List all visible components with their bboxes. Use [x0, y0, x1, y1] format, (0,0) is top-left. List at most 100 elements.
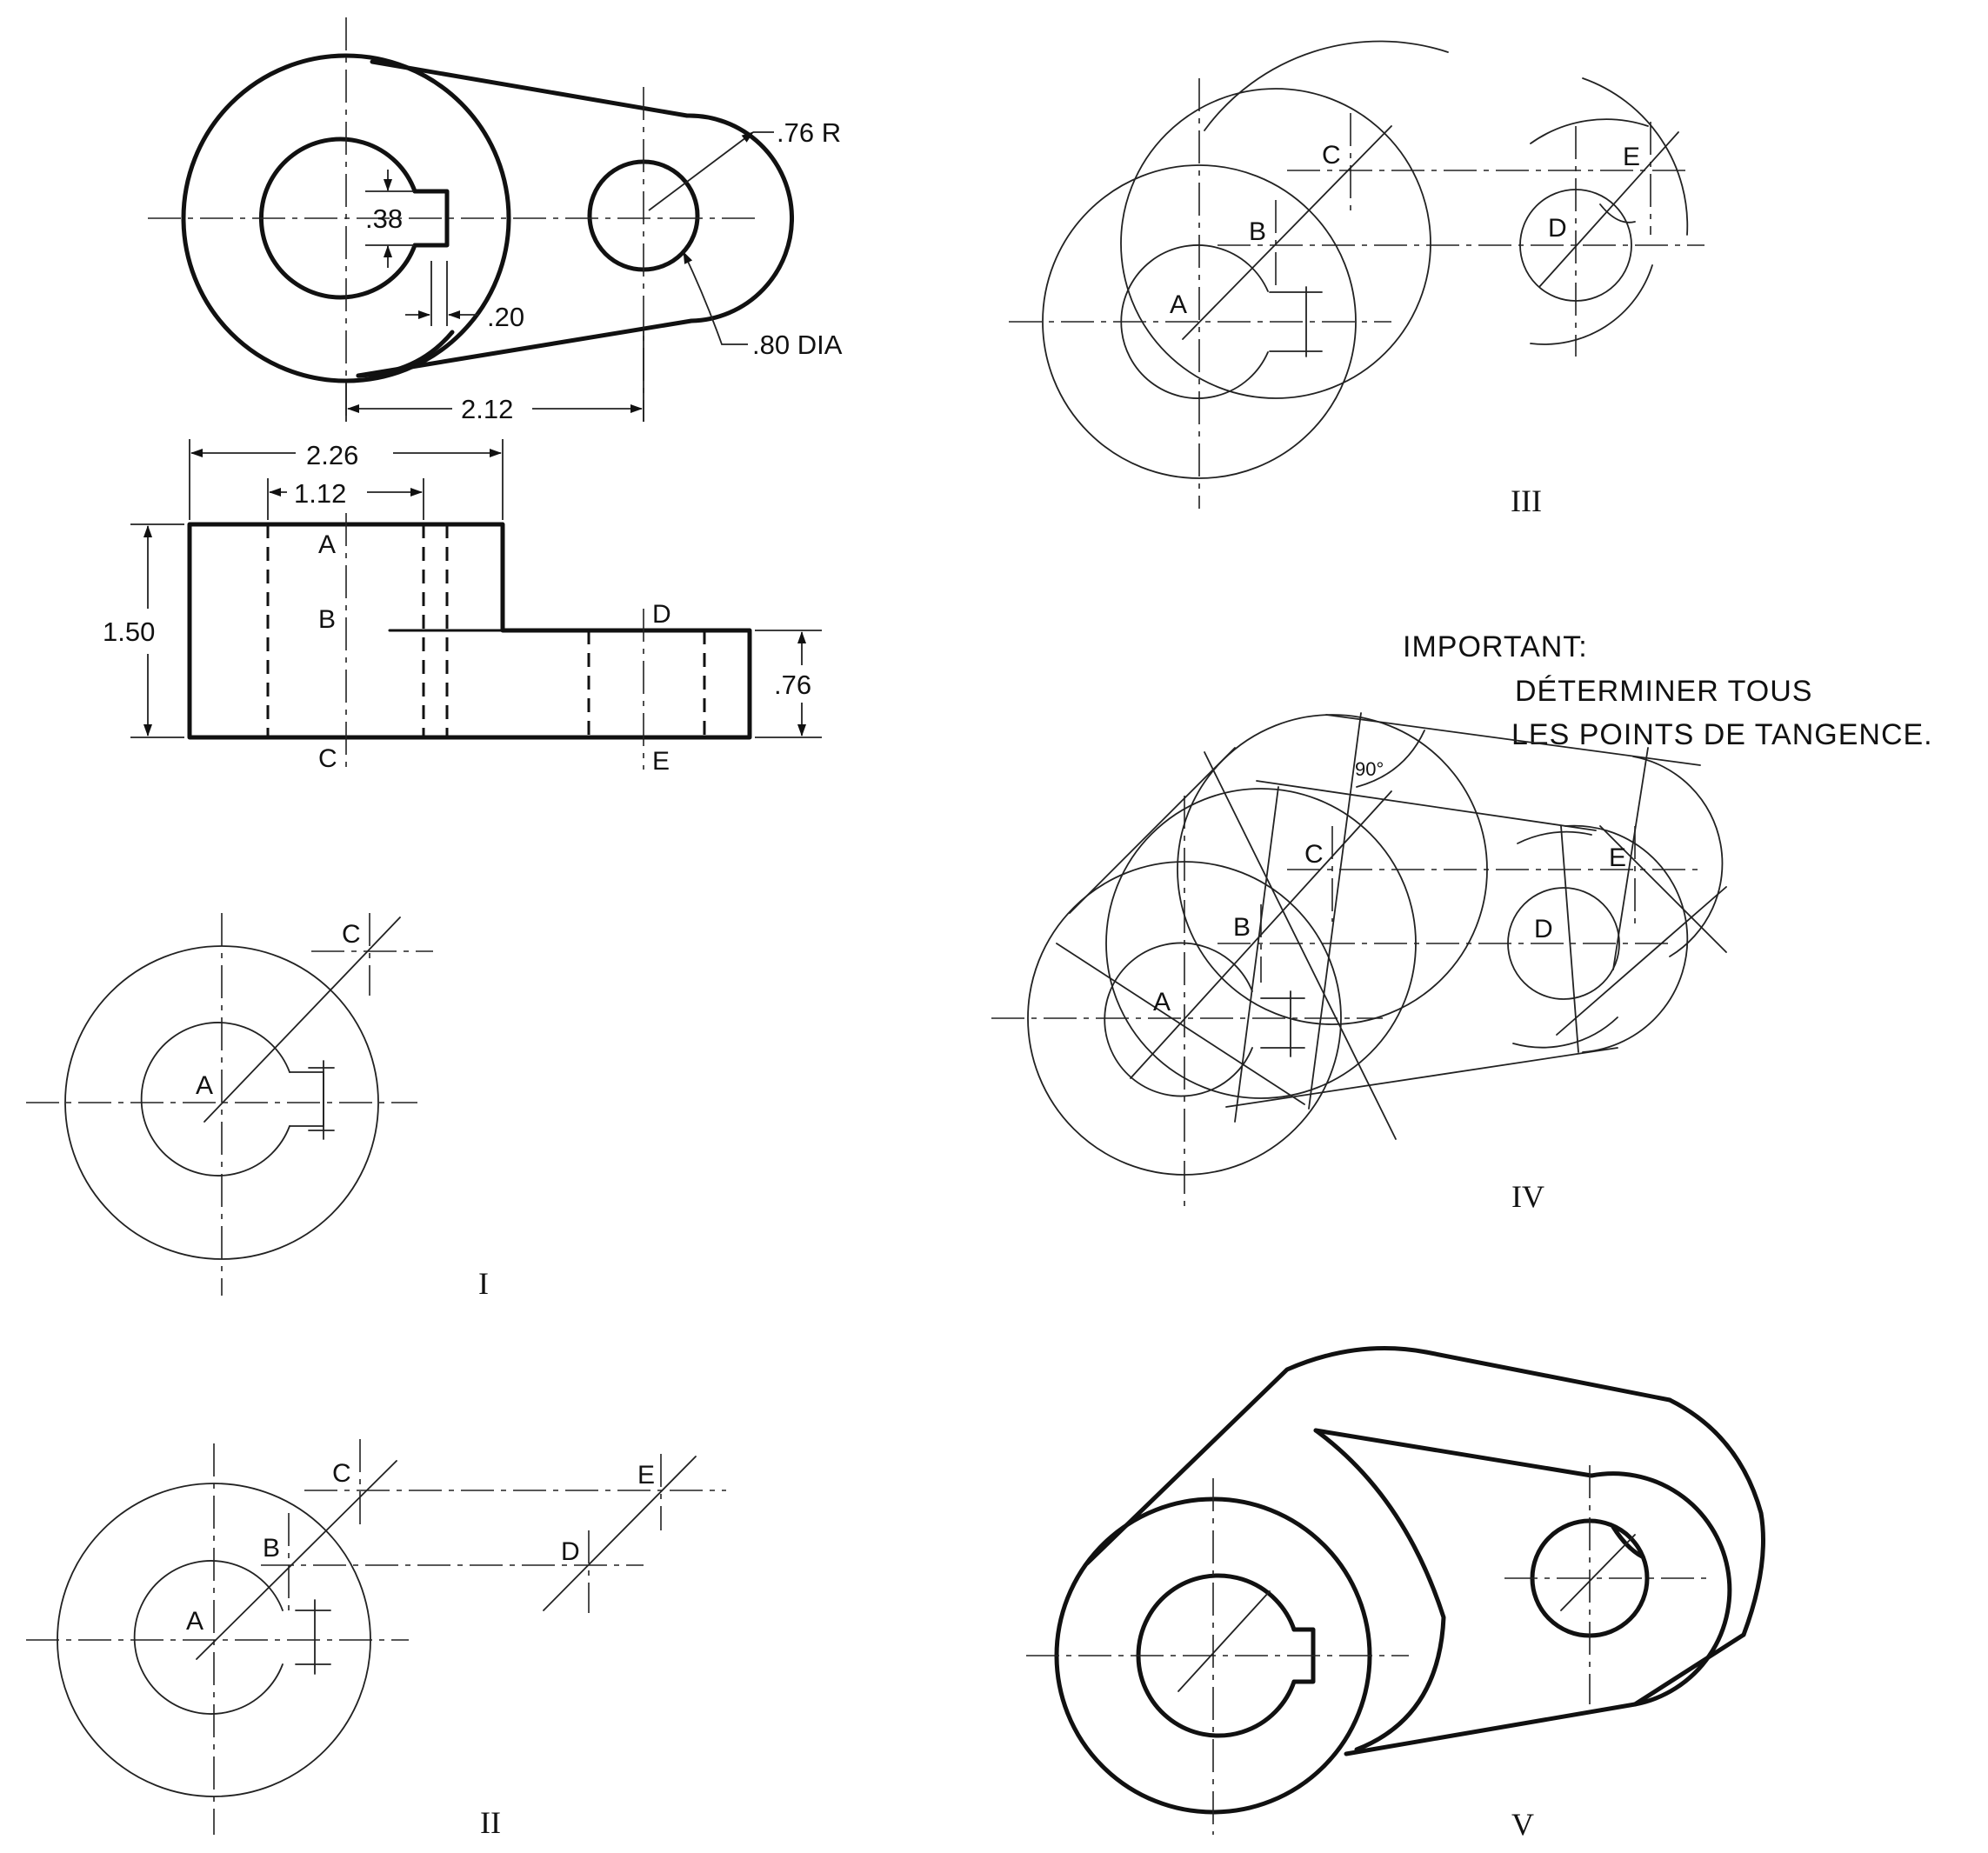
step3-diag1	[1182, 125, 1392, 340]
step4-perp6	[1599, 825, 1727, 953]
step3-point-b: B	[1249, 217, 1266, 246]
step4-arm-arc4	[1512, 1016, 1618, 1049]
step3-diag2	[1538, 131, 1679, 288]
step3-label: III	[1511, 483, 1542, 518]
step-2: A B C D E II	[26, 1439, 726, 1840]
step2-point-c: C	[332, 1459, 351, 1488]
step3-point-d: D	[1548, 214, 1567, 243]
step4-angle: 90°	[1355, 758, 1384, 780]
top-view: .38 .20 .76 R .80 DIA 2.12	[148, 17, 843, 424]
step5-diag1	[1177, 1590, 1271, 1692]
arm-end-arc	[684, 113, 795, 323]
step4-perp2	[1234, 786, 1279, 1123]
step1-label: I	[478, 1266, 489, 1301]
step2-diag1	[196, 1460, 397, 1660]
step5-arm-top-edge	[1313, 1428, 1594, 1478]
dim-bore-width: 1.12	[294, 478, 346, 509]
step4-tangent-bottom	[1225, 1047, 1618, 1108]
step4-tangent-left	[1069, 747, 1236, 914]
arm-bottom-tangent	[356, 318, 694, 378]
step4-label: IV	[1511, 1179, 1544, 1214]
step2-point-d: D	[561, 1537, 580, 1566]
step3-arc-big	[1204, 40, 1449, 131]
step3-point-a: A	[1170, 290, 1187, 319]
step4-point-b: B	[1233, 913, 1251, 942]
step3-arc-e1	[1530, 118, 1649, 144]
arm-top-tangent	[370, 59, 690, 118]
dim-key-width: .38	[365, 203, 403, 234]
step4-perp5	[1612, 747, 1649, 970]
step-4: 90° A B C D E IV	[991, 712, 1727, 1214]
step3-outer-circle-a	[1042, 164, 1357, 479]
note-title: IMPORTANT:	[1403, 630, 1588, 663]
step2-diag2	[543, 1456, 697, 1611]
step5-back-hub-top	[1084, 1346, 1429, 1566]
step1-point-c: C	[342, 920, 361, 949]
front-point-b: B	[318, 605, 336, 634]
step4-point-a: A	[1153, 988, 1171, 1016]
step3-tick	[1599, 203, 1636, 223]
step3-arc-e3	[1582, 77, 1689, 236]
step-1: A C I	[26, 913, 489, 1301]
fillet-inner	[356, 330, 455, 378]
hub-outer-circle	[181, 53, 511, 383]
step5-top-tangent	[1424, 1350, 1672, 1403]
step4-arm-arc3	[1517, 830, 1592, 844]
step4-arm-arc1	[1564, 824, 1689, 1053]
step2-point-a: A	[186, 1607, 203, 1636]
step1-point-a: A	[196, 1071, 213, 1100]
step4-arm-arc2	[1632, 756, 1724, 957]
note-line1: DÉTERMINER TOUS	[1515, 675, 1812, 708]
front-point-d: D	[652, 600, 671, 629]
step5-arm-end-arc	[1589, 1471, 1732, 1707]
step4-perp3	[1308, 712, 1362, 1110]
dim-overall-height: 1.50	[103, 617, 155, 647]
step4-point-e: E	[1609, 843, 1626, 872]
step1-bore	[140, 1022, 290, 1176]
front-point-c: C	[318, 744, 337, 773]
step2-label: II	[480, 1805, 501, 1840]
step2-point-b: B	[263, 1534, 280, 1563]
step4-point-c: C	[1304, 840, 1324, 869]
step4-point-d: D	[1534, 915, 1553, 943]
dim-key-depth: .20	[487, 302, 524, 332]
step5-hole-depth	[1611, 1524, 1644, 1559]
step4-tangent-mid	[1256, 780, 1597, 831]
front-point-a: A	[318, 530, 336, 559]
step-3: A B C D E III	[1009, 40, 1704, 518]
step4-bore	[1104, 942, 1253, 1097]
step1-keyway	[289, 1071, 324, 1127]
step3-point-c: C	[1322, 141, 1341, 170]
step4-tangent-top	[1325, 714, 1701, 766]
note-line2: LES POINTS DE TANGENCE.	[1511, 718, 1933, 751]
step2-point-e: E	[637, 1461, 655, 1490]
dim-hole-dia: .80 DIA	[752, 330, 843, 360]
step1-diag	[203, 917, 401, 1123]
dim-arm-height: .76	[774, 670, 811, 700]
front-outline	[187, 522, 752, 740]
step5-label: V	[1511, 1807, 1534, 1842]
step4-perp7	[1556, 886, 1727, 1036]
step2-bore	[133, 1560, 284, 1715]
step4-perp1	[1204, 751, 1397, 1140]
keyway	[412, 189, 450, 248]
front-point-e: E	[652, 747, 670, 776]
dim-overall-width: 2.26	[306, 440, 358, 470]
note: IMPORTANT: DÉTERMINER TOUS LES POINTS DE…	[1403, 630, 1933, 751]
step4-angle-arc	[1356, 730, 1425, 788]
step-5: V	[1026, 1346, 1765, 1842]
step5-back-arm-arc	[1667, 1397, 1765, 1637]
front-view: A B C D E 2.26 1.12 1.50 .76	[103, 439, 822, 776]
step5-diag2	[1560, 1534, 1636, 1611]
step5-back-arm-lower	[1632, 1632, 1746, 1707]
dim-dia-leader	[683, 251, 748, 345]
dim-radius-leader	[648, 131, 754, 211]
step5-inner-hub-arc	[1313, 1428, 1446, 1752]
dim-center-distance: 2.12	[461, 394, 513, 424]
step3-outer-circle-b	[1120, 88, 1431, 399]
step3-arc-e2	[1530, 264, 1653, 345]
step5-arm-bottom-edge	[1344, 1702, 1638, 1756]
step3-point-e: E	[1623, 143, 1640, 171]
dim-arm-radius: .76 R	[777, 117, 841, 148]
